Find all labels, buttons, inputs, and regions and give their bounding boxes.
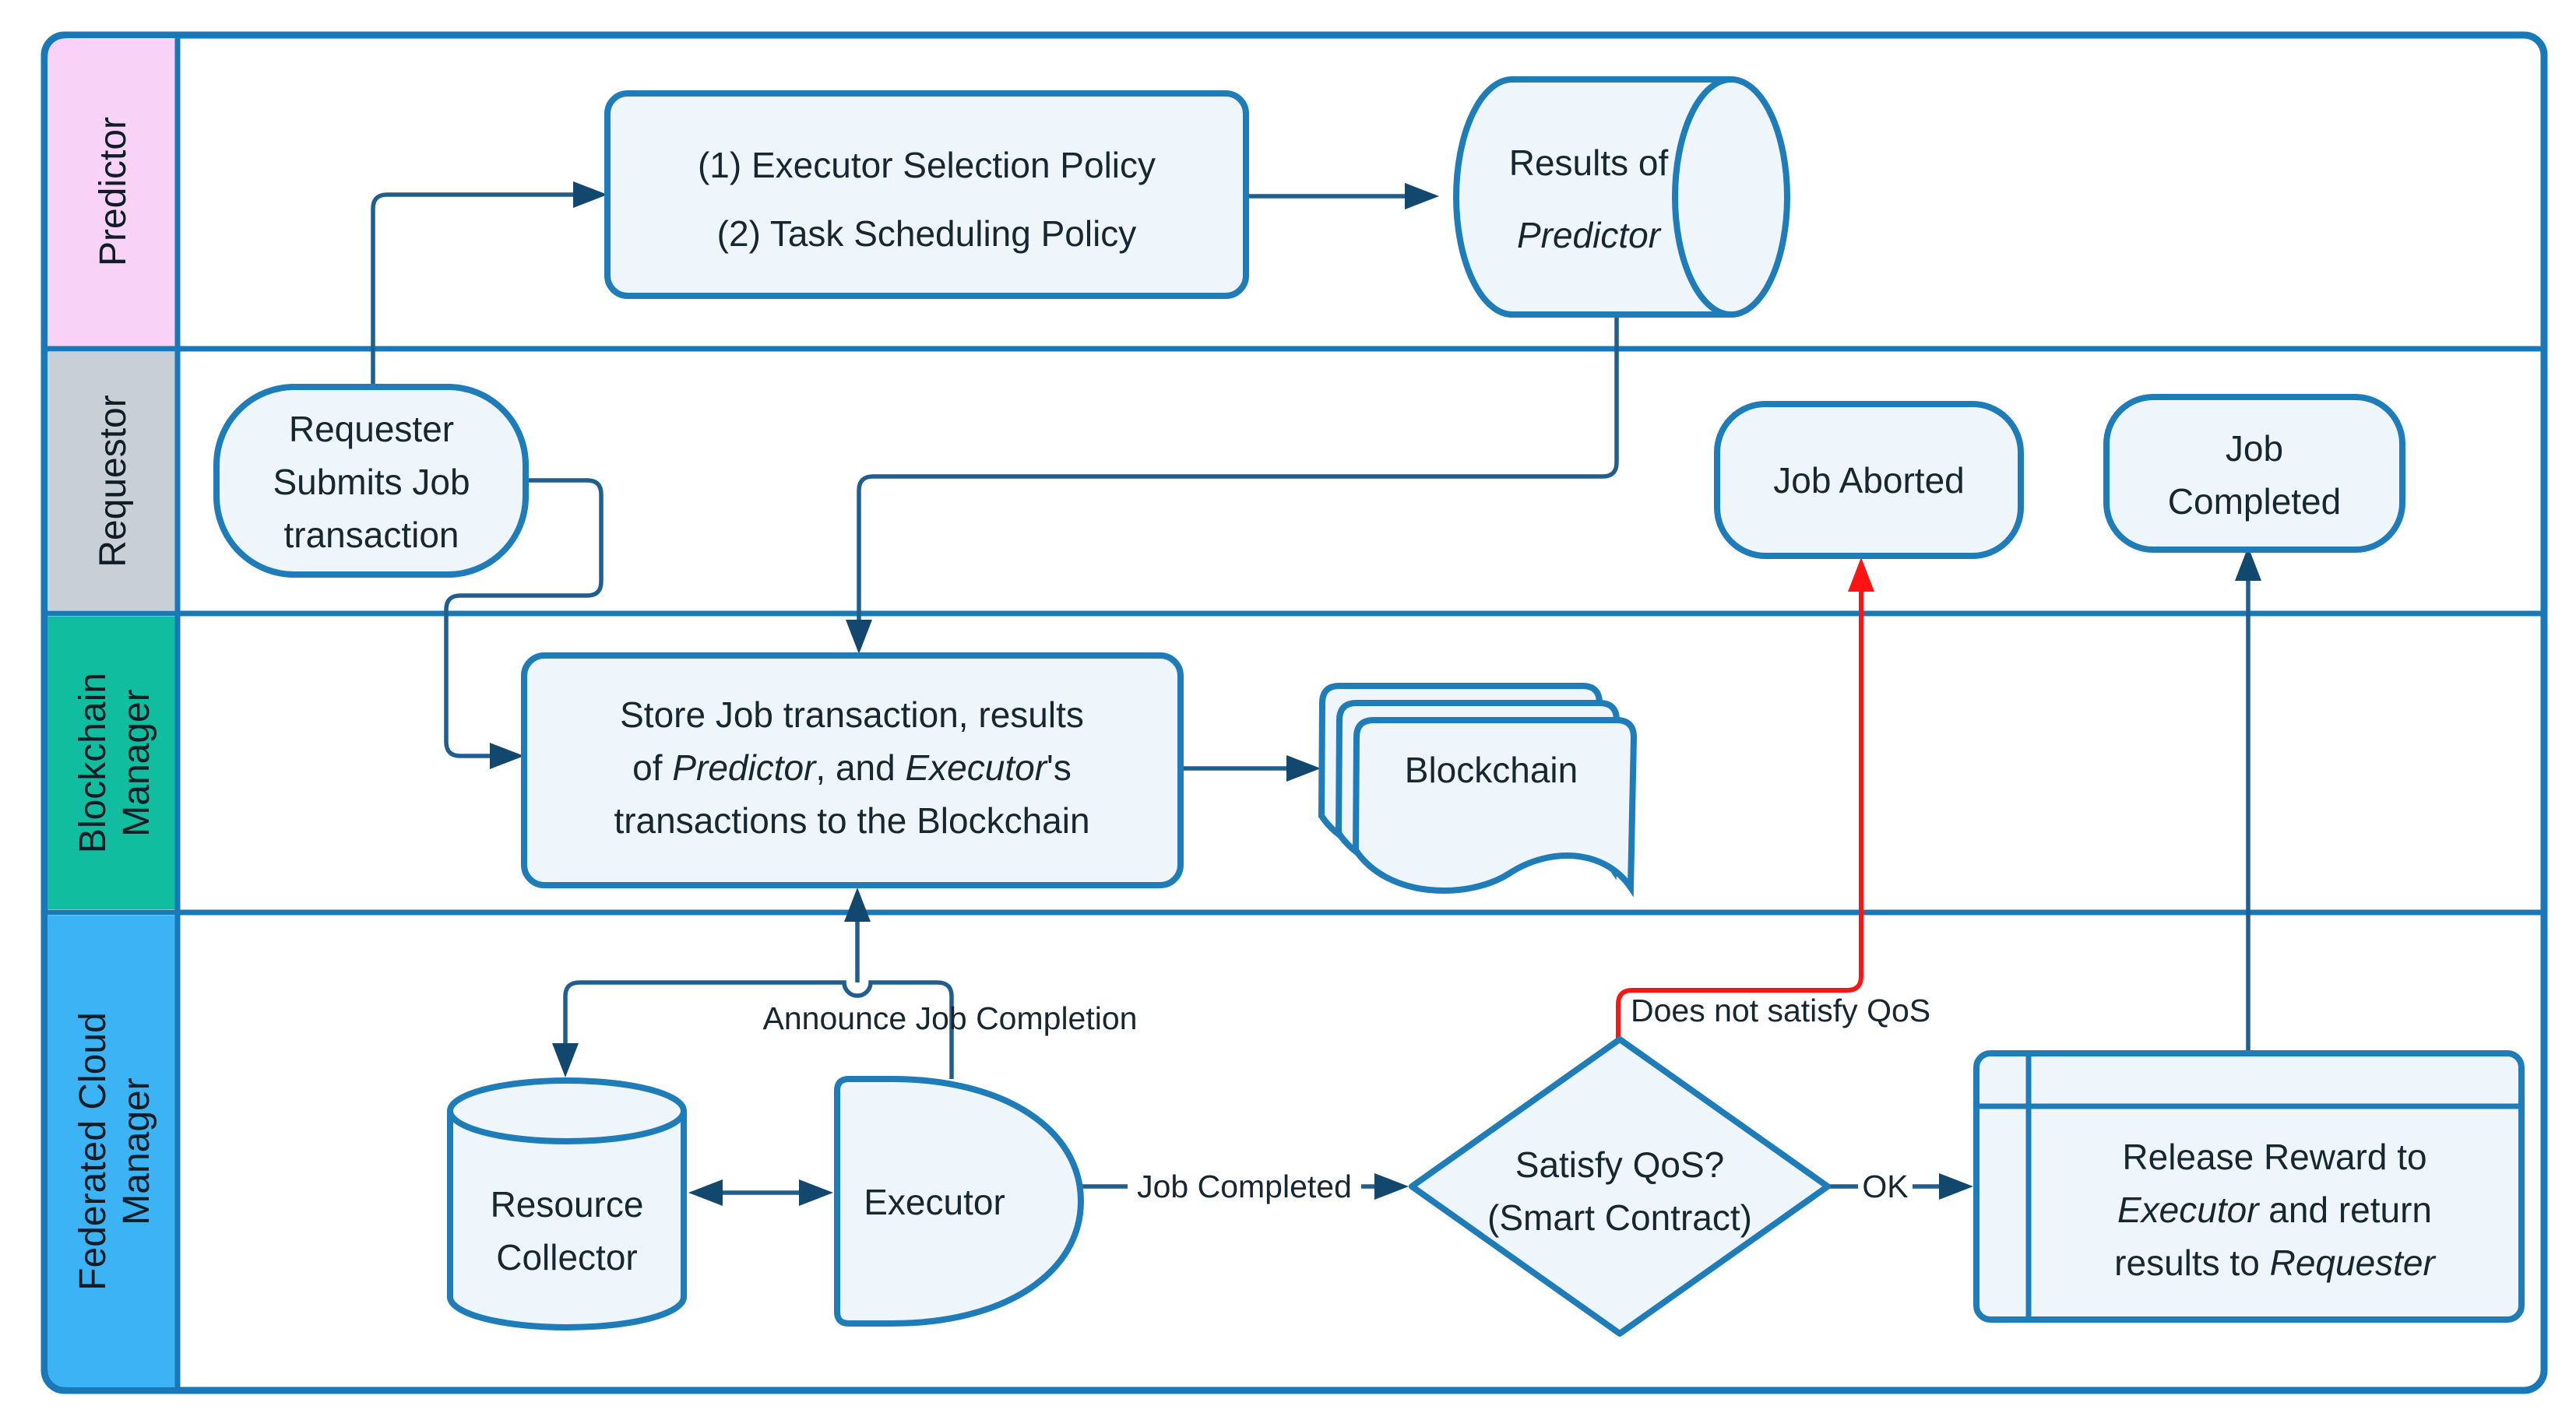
edge-qos-to-job-aborted-red <box>1616 592 1863 1039</box>
qos-line2: (Smart Contract) <box>1487 1197 1752 1238</box>
executor-node <box>834 1076 1085 1327</box>
arrowhead-into-store-top <box>846 620 872 654</box>
blockchain-label: Blockchain <box>1405 750 1578 790</box>
edge-executor-to-resource <box>563 980 954 1079</box>
lane-header-blockchain-manager <box>48 617 178 909</box>
release-line2-seg1: Executor <box>2117 1190 2260 1230</box>
arrowhead-into-results <box>1405 183 1439 209</box>
lane-label-federated-line1: Federated Cloud <box>72 1012 114 1291</box>
ok-edge-label: OK <box>1862 1169 1908 1204</box>
executor-label: Executor <box>864 1182 1005 1222</box>
arrowhead-into-resource <box>552 1043 579 1077</box>
job-completed-line2: Completed <box>2168 481 2341 522</box>
lane-header-requestor <box>48 352 178 610</box>
release-box-outline <box>1973 1050 2525 1323</box>
lane-label-blockchain-line2: Manager <box>116 689 157 836</box>
store-line1: Store Job transaction, results <box>620 694 1084 735</box>
arrowhead-into-store-bottom <box>844 888 871 922</box>
lane-label-predictor-text: Predictor <box>93 117 134 266</box>
job-completed-edge-label: Job Completed <box>1137 1169 1352 1204</box>
arrowhead-into-resource-right <box>688 1179 723 1206</box>
job-completed-label-bg <box>1128 1163 1361 1208</box>
results-line1: Results of <box>1509 142 1669 183</box>
lane-headers <box>48 38 178 1387</box>
qos-line1: Satisfy QoS? <box>1515 1144 1724 1185</box>
lane-label-blockchain-manager: Blockchain Manager <box>72 673 157 853</box>
diagram-frame <box>40 31 2548 1394</box>
release-line3: results to Requester <box>2114 1242 2436 1283</box>
lane-label-predictor: Predictor <box>93 117 134 266</box>
ok-label-bg <box>1858 1163 1913 1208</box>
edge-requester-to-store <box>444 478 604 758</box>
resource-line1: Resource <box>491 1184 644 1225</box>
store-line2-seg5: 's <box>1047 747 1072 788</box>
qos-decision-diamond <box>1409 1036 1831 1337</box>
policy-line2: (2) Task Scheduling Policy <box>717 213 1137 254</box>
release-line1: Release Reward to <box>2122 1137 2426 1177</box>
arrowhead-into-release <box>1939 1173 1973 1200</box>
lane-header-predictor <box>48 38 178 349</box>
resource-line2: Collector <box>496 1237 638 1278</box>
release-line2-seg2: and return <box>2259 1190 2432 1230</box>
edge-requester-to-policy <box>371 192 575 387</box>
does-not-satisfy-qos-label: Does not satisfy QoS <box>1631 993 1930 1028</box>
arrowhead-into-job-aborted <box>1848 557 1874 592</box>
job-aborted-label: Job Aborted <box>1773 460 1965 501</box>
lane-label-federated-line2: Manager <box>116 1077 157 1225</box>
arrowhead-into-policy <box>573 181 607 208</box>
lane-label-blockchain-line1: Blockchain <box>72 673 114 853</box>
store-line2-seg2: Predictor <box>672 747 817 788</box>
results-line2: Predictor <box>1517 215 1662 255</box>
release-line2: Executor and return <box>2117 1190 2432 1230</box>
arrowhead-into-job-completed <box>2235 547 2261 581</box>
requester-line3: transaction <box>283 515 459 555</box>
arrowhead-into-qos <box>1374 1173 1409 1200</box>
store-line2: of Predictor, and Executor's <box>632 747 1072 788</box>
job-aborted-node <box>1714 401 2024 559</box>
resource-collector-cylinder: Resource Collector <box>447 1077 687 1330</box>
requester-node <box>213 384 529 578</box>
store-line2-seg4: Executor <box>906 747 1048 788</box>
blockchain-doc-front <box>1352 717 1638 898</box>
store-line2-seg1: of <box>632 747 672 788</box>
release-reward-box: Release Reward to Executor and return re… <box>1973 1050 2525 1323</box>
results-cylinder-body <box>1453 76 1731 318</box>
release-line3-seg1: results to <box>2114 1242 2269 1283</box>
lane-label-requestor: Requestor <box>93 395 134 567</box>
resource-cylinder-cap <box>447 1077 687 1144</box>
blockchain-documents: Blockchain <box>1318 683 1638 898</box>
policy-box <box>604 90 1249 299</box>
arrowhead-into-blockchain <box>1286 755 1321 782</box>
store-line2-seg3: , and <box>815 747 905 788</box>
job-completed-line1: Job <box>2226 428 2283 469</box>
job-completed-node <box>2103 394 2405 553</box>
connectors <box>371 181 2261 1206</box>
store-box <box>521 652 1184 888</box>
results-cylinder-cap <box>1672 76 1790 318</box>
policy-line1: (1) Executor Selection Policy <box>698 145 1156 185</box>
store-line3: transactions to the Blockchain <box>614 800 1089 841</box>
edge-results-to-store <box>857 315 1619 620</box>
announce-job-completion-label: Announce Job Completion <box>763 1000 1138 1036</box>
edge-labels: Announce Job Completion Job Completed OK… <box>763 993 1930 1208</box>
requester-line2: Submits Job <box>273 462 470 502</box>
lane-header-federated-cloud-manager <box>48 916 178 1387</box>
lane-label-requestor-text: Requestor <box>93 395 134 567</box>
requester-line1: Requester <box>289 409 454 449</box>
arrowhead-into-store-left <box>490 743 524 769</box>
results-cylinder: Results of Predictor <box>1453 76 1790 318</box>
lane-label-federated-cloud-manager: Federated Cloud Manager <box>72 1012 157 1291</box>
resource-cylinder-body <box>447 1111 687 1330</box>
release-line3-seg2: Requester <box>2270 1242 2437 1283</box>
arrowhead-into-executor-left <box>799 1179 833 1206</box>
